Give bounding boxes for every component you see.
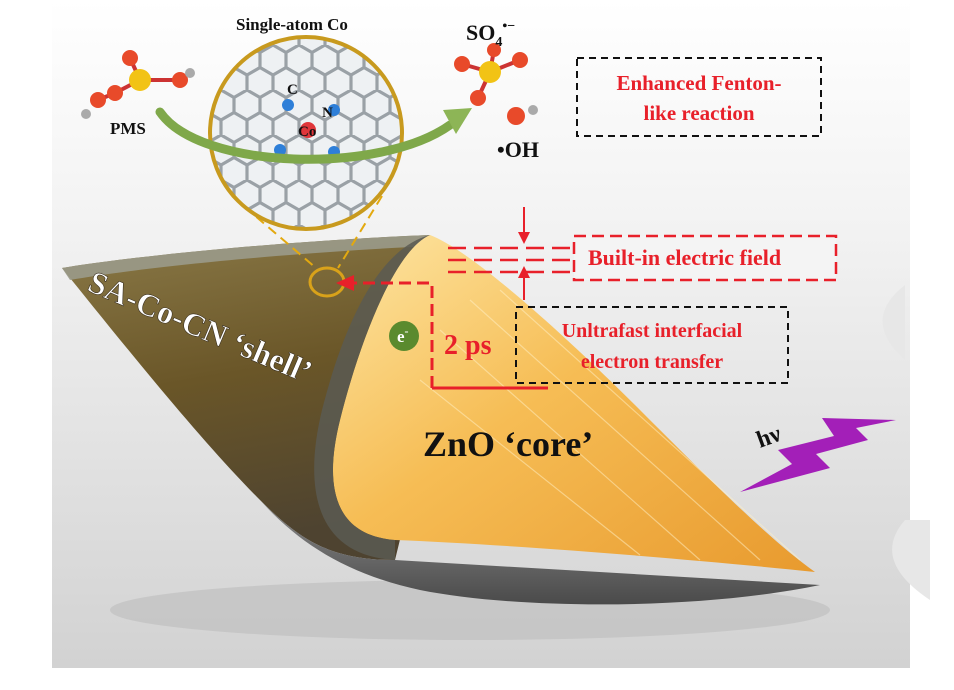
built-in-field-box — [572, 234, 838, 282]
pms-oxygen-2 — [172, 72, 188, 88]
so4-base: SO — [466, 20, 495, 45]
lightning-icon — [740, 418, 896, 492]
zno-core-shell-structure — [62, 235, 830, 640]
pms-molecule — [81, 50, 195, 119]
shell-rim-bottom — [260, 500, 820, 605]
inset-ring — [208, 35, 404, 231]
so4-oxygen-1 — [454, 56, 470, 72]
single-atom-co-inset: C N Co — [208, 35, 404, 231]
electron-ball — [389, 321, 419, 351]
nitrogen-atom-3 — [274, 144, 286, 156]
field-arrow-down-head — [518, 232, 530, 244]
reaction-arrow — [155, 107, 455, 164]
core-texture — [419, 289, 801, 561]
atom-n-label: N — [322, 105, 333, 121]
so4-oxygen-2 — [512, 52, 528, 68]
pms-hydrogen-2 — [81, 109, 91, 119]
built-in-field-label: Built-in electric field — [588, 245, 781, 270]
oh-hydrogen — [528, 105, 538, 115]
built-in-field-indicator — [448, 234, 838, 282]
so4-subscript: 4 — [495, 35, 502, 50]
background-arc — [882, 285, 930, 600]
electron-symbol: e — [397, 327, 405, 346]
nitrogen-atom-1 — [282, 99, 294, 111]
ultrafast-line-2: electron transfer — [581, 351, 723, 373]
atom-co-label: Co — [298, 124, 316, 140]
so4-oxygen-4 — [470, 90, 486, 106]
cobalt-atom — [300, 122, 316, 138]
atom-c-label: C — [287, 82, 298, 98]
so4-radical-molecule — [454, 43, 528, 106]
so4-superscript: •− — [502, 19, 515, 34]
pms-label: PMS — [110, 119, 146, 138]
pms-sulfur — [129, 69, 151, 91]
so4-radical-label: SO4•− — [466, 19, 515, 50]
pms-hydrogen-1 — [185, 68, 195, 78]
shell-rim-top — [62, 235, 432, 280]
electron-charge: - — [405, 324, 409, 338]
pms-oxygen-3 — [107, 85, 123, 101]
single-atom-co-title: Single-atom Co — [236, 15, 348, 34]
time-label: 2 ps — [444, 330, 492, 361]
fenton-box — [576, 57, 822, 137]
so4-oxygen-3 — [487, 43, 501, 57]
shell-edge — [314, 235, 430, 560]
reaction-arrow-head — [443, 108, 472, 134]
fenton-line-1: Enhanced Fenton- — [616, 71, 781, 95]
zno-core — [332, 235, 815, 572]
nitrogen-atom-2 — [328, 104, 340, 116]
electron-label: e- — [397, 324, 409, 346]
so4-sulfur — [479, 61, 501, 83]
electron-transfer-arrow-head — [336, 275, 354, 291]
fenton-line-2: like reaction — [643, 101, 754, 125]
oh-radical-label: •OH — [497, 137, 539, 162]
field-arrow-up-head — [518, 266, 530, 278]
ultrafast-line-1: Unltrafast interfacial — [562, 320, 743, 342]
ultrafast-box — [515, 306, 789, 384]
pms-oxygen-1 — [122, 50, 138, 66]
core-label: ZnO ‘core’ — [423, 424, 593, 464]
pms-oxygen-4 — [90, 92, 106, 108]
zoom-guide-right — [337, 195, 383, 269]
oh-oxygen — [507, 107, 525, 125]
